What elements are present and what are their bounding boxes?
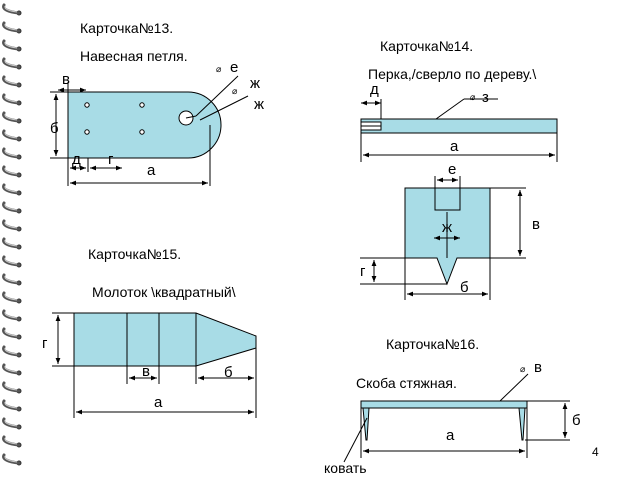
- label-b: б: [224, 364, 233, 381]
- page-number: 4: [592, 445, 599, 459]
- label-a: а: [154, 394, 163, 411]
- forging-note: ковать: [324, 460, 367, 476]
- label-b: б: [50, 120, 59, 137]
- card13-subtitle: Навесная петля.: [80, 48, 188, 64]
- card15-subtitle: Молоток \квадратный\: [92, 284, 236, 300]
- label-v: в: [142, 363, 150, 380]
- card16-title: Карточка№16.: [386, 336, 480, 352]
- label-a: а: [450, 138, 459, 155]
- spiral-binding-icon: [2, 3, 22, 466]
- diameter-icon: ⌀: [232, 86, 238, 96]
- label-g: г: [108, 151, 114, 168]
- label-zh: ж: [254, 96, 265, 113]
- label-e: е: [230, 59, 239, 76]
- label-g: г: [360, 263, 366, 280]
- diameter-icon: ⌀: [470, 92, 476, 102]
- card15-title: Карточка№15.: [88, 246, 182, 262]
- diameter-icon: ⌀: [520, 364, 526, 374]
- label-b: б: [460, 279, 469, 296]
- label-v: в: [532, 216, 540, 233]
- drill-bit-side-view: [360, 98, 558, 162]
- label-b: б: [572, 412, 581, 429]
- label-e: е: [448, 161, 457, 178]
- label-zh: ж: [442, 219, 453, 236]
- hammer-drawing: [52, 312, 257, 418]
- hinge-drawing: [50, 75, 249, 186]
- label-a: а: [147, 162, 156, 179]
- label-a: а: [446, 427, 455, 444]
- drill-bit-front-view: [360, 176, 526, 300]
- label-zh: ж: [250, 75, 261, 92]
- label-d: д: [370, 81, 379, 98]
- card14-subtitle: Перка,/сверло по дереву.\: [368, 66, 537, 82]
- label-g: г: [42, 335, 48, 352]
- card14-title: Карточка№14.: [380, 38, 474, 54]
- label-z: з: [482, 89, 489, 106]
- diameter-icon: ⌀: [216, 64, 222, 74]
- staple-drawing: [343, 373, 570, 463]
- label-v: в: [534, 359, 542, 376]
- card16-subtitle: Скоба стяжная.: [356, 375, 457, 391]
- card13-title: Карточка№13.: [80, 20, 174, 36]
- label-v: в: [62, 71, 70, 88]
- label-d: д: [72, 151, 81, 168]
